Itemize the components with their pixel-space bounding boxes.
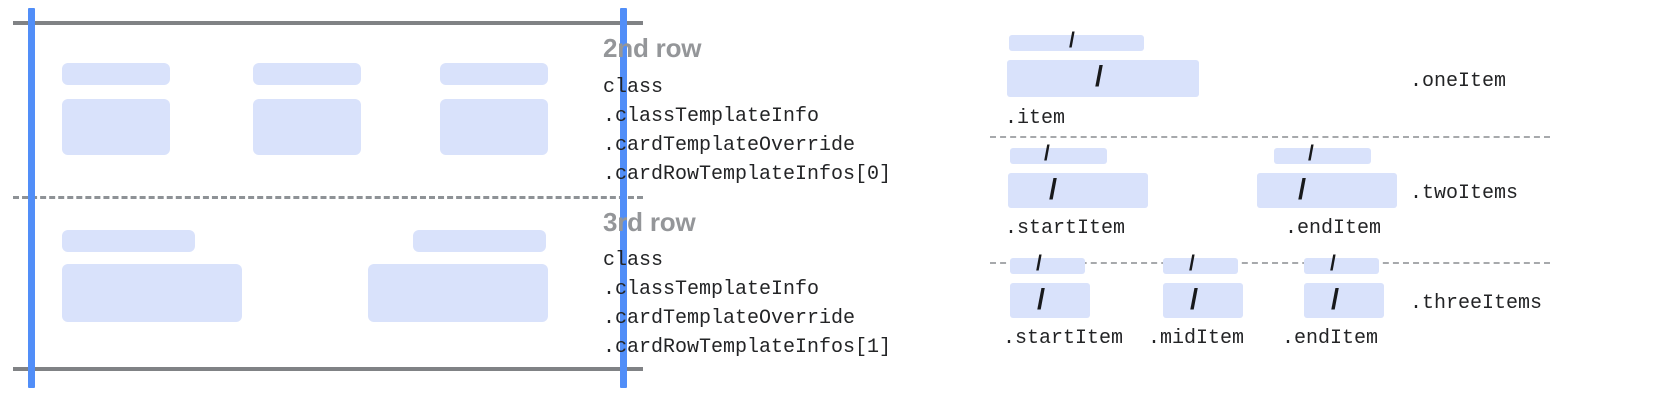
three-items-mid-part-label: .midItem [1148, 327, 1245, 350]
three-items-mid-content-bar [1163, 283, 1243, 318]
left-margin-guide-bar [28, 8, 35, 388]
two-items-start-part-label: .startItem [1005, 217, 1126, 240]
one-item-content-bar [1007, 60, 1199, 97]
two-items-start-label-bar [1010, 148, 1107, 164]
row3-cell2-label-bar [413, 230, 546, 252]
right-margin-guide-bar [620, 8, 627, 388]
row3-cell1-content-bar [62, 264, 242, 322]
two-items-variant-name: .twoItems [1410, 182, 1519, 205]
second-row-title: 2nd row [603, 33, 702, 63]
card-top-edge-rule [13, 21, 643, 25]
two-items-end-content-bar [1257, 173, 1397, 208]
one-item-label-bar [1009, 35, 1144, 51]
row3-cell2-content-bar [368, 264, 548, 322]
two-items-end-label-bar [1274, 148, 1371, 164]
row-annotation-column: 2nd row class .classTemplateInfo .cardTe… [603, 0, 983, 412]
three-items-end-part-label: .endItem [1282, 327, 1379, 350]
card-bottom-edge-rule [13, 367, 643, 371]
row-divider-dashed-rule [13, 196, 643, 199]
three-items-start-part-label: .startItem [1003, 327, 1124, 350]
row2-cell1-content-bar [62, 99, 170, 155]
three-items-mid-label-bar [1163, 258, 1238, 274]
row2-cell3-content-bar [440, 99, 548, 155]
row2-cell3-label-bar [440, 63, 548, 85]
variant-divider-rule-2 [990, 262, 1550, 264]
three-items-end-content-bar [1304, 283, 1384, 318]
three-items-end-label-bar [1304, 258, 1379, 274]
row3-cell1-label-bar [62, 230, 195, 252]
one-item-part-label: .item [1005, 107, 1066, 130]
third-row-keypath: class .classTemplateInfo .cardTemplateOv… [603, 249, 892, 359]
item-variants-diagram: / / .item .oneItem / / .startItem / / .e… [985, 0, 1676, 412]
two-items-start-content-bar [1008, 173, 1148, 208]
card-rows-preview [0, 0, 650, 412]
two-items-end-part-label: .endItem [1285, 217, 1382, 240]
three-items-start-label-bar [1010, 258, 1085, 274]
row2-cell1-label-bar [62, 63, 170, 85]
one-item-variant-name: .oneItem [1410, 70, 1507, 93]
row2-cell2-content-bar [253, 99, 361, 155]
three-items-variant-name: .threeItems [1410, 292, 1543, 315]
variant-divider-rule-1 [990, 136, 1550, 138]
third-row-title: 3rd row [603, 207, 696, 237]
three-items-start-content-bar [1010, 283, 1090, 318]
row2-cell2-label-bar [253, 63, 361, 85]
second-row-keypath: class .classTemplateInfo .cardTemplateOv… [603, 76, 892, 186]
